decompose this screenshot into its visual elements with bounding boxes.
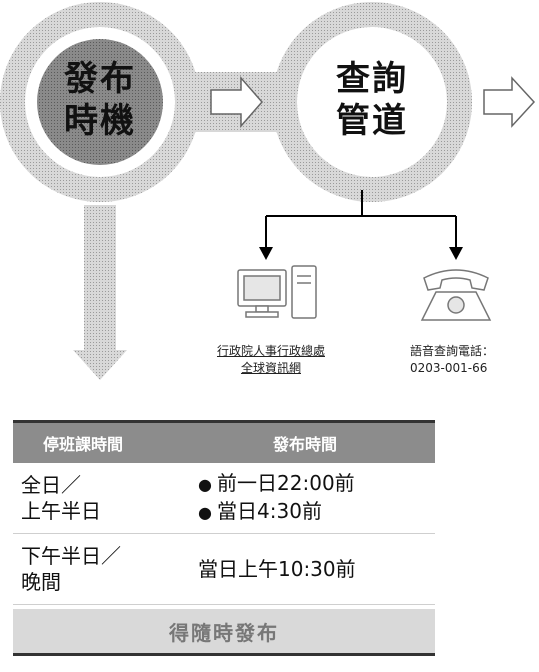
right-arrow-icon — [483, 76, 536, 128]
row2-release: 當日上午10:30前 — [198, 534, 435, 604]
step2-line2: 管道 — [336, 101, 408, 141]
step2-circle — [272, 2, 472, 202]
table-header: 停班課時間 發布時間 — [13, 420, 435, 463]
arrowhead-icon — [449, 247, 463, 260]
row2-period: 下午半日／ 晚間 — [21, 544, 121, 594]
telephone-icon — [420, 269, 492, 321]
row1-release-item: 當日4:30前 — [198, 498, 435, 526]
phone-number-label: 語音查詢電話： 0203-001-66 — [410, 344, 495, 375]
flow-diagram — [0, 2, 536, 380]
header-suspension-time: 停班課時間 — [43, 435, 124, 454]
row1-period: 全日／ 上午半日 — [21, 473, 101, 523]
table-row: 下午半日／ 晚間 當日上午10:30前 — [13, 534, 435, 605]
website-link[interactable]: 行政院人事行政總處 全球資訊網 — [216, 344, 325, 375]
table-row: 全日／ 上午半日 前一日22:00前 當日4:30前 — [13, 463, 435, 534]
arrowhead-icon — [259, 247, 273, 260]
right-arrow-icon — [210, 76, 263, 128]
row1-release-item: 前一日22:00前 — [198, 470, 435, 498]
step1-label: 發布 時機 — [50, 58, 150, 142]
step2-line1: 查詢 — [336, 59, 408, 99]
release-time-table: 停班課時間 發布時間 全日／ 上午半日 前一日22:00前 當日4:30前 下午… — [13, 420, 435, 656]
header-release-time: 發布時間 — [273, 435, 338, 454]
computer-icon — [237, 265, 317, 319]
down-arrow-icon — [73, 205, 127, 380]
branch-connector — [265, 190, 457, 250]
step1-line1: 發布 — [64, 59, 136, 99]
step1-line2: 時機 — [64, 101, 136, 141]
table-footer: 得隨時發布 — [13, 609, 435, 656]
step2-label: 查詢 管道 — [322, 58, 422, 142]
row2-release-item: 當日上午10:30前 — [198, 557, 356, 581]
step1-circle — [0, 2, 200, 202]
row1-release: 前一日22:00前 當日4:30前 — [198, 463, 435, 533]
